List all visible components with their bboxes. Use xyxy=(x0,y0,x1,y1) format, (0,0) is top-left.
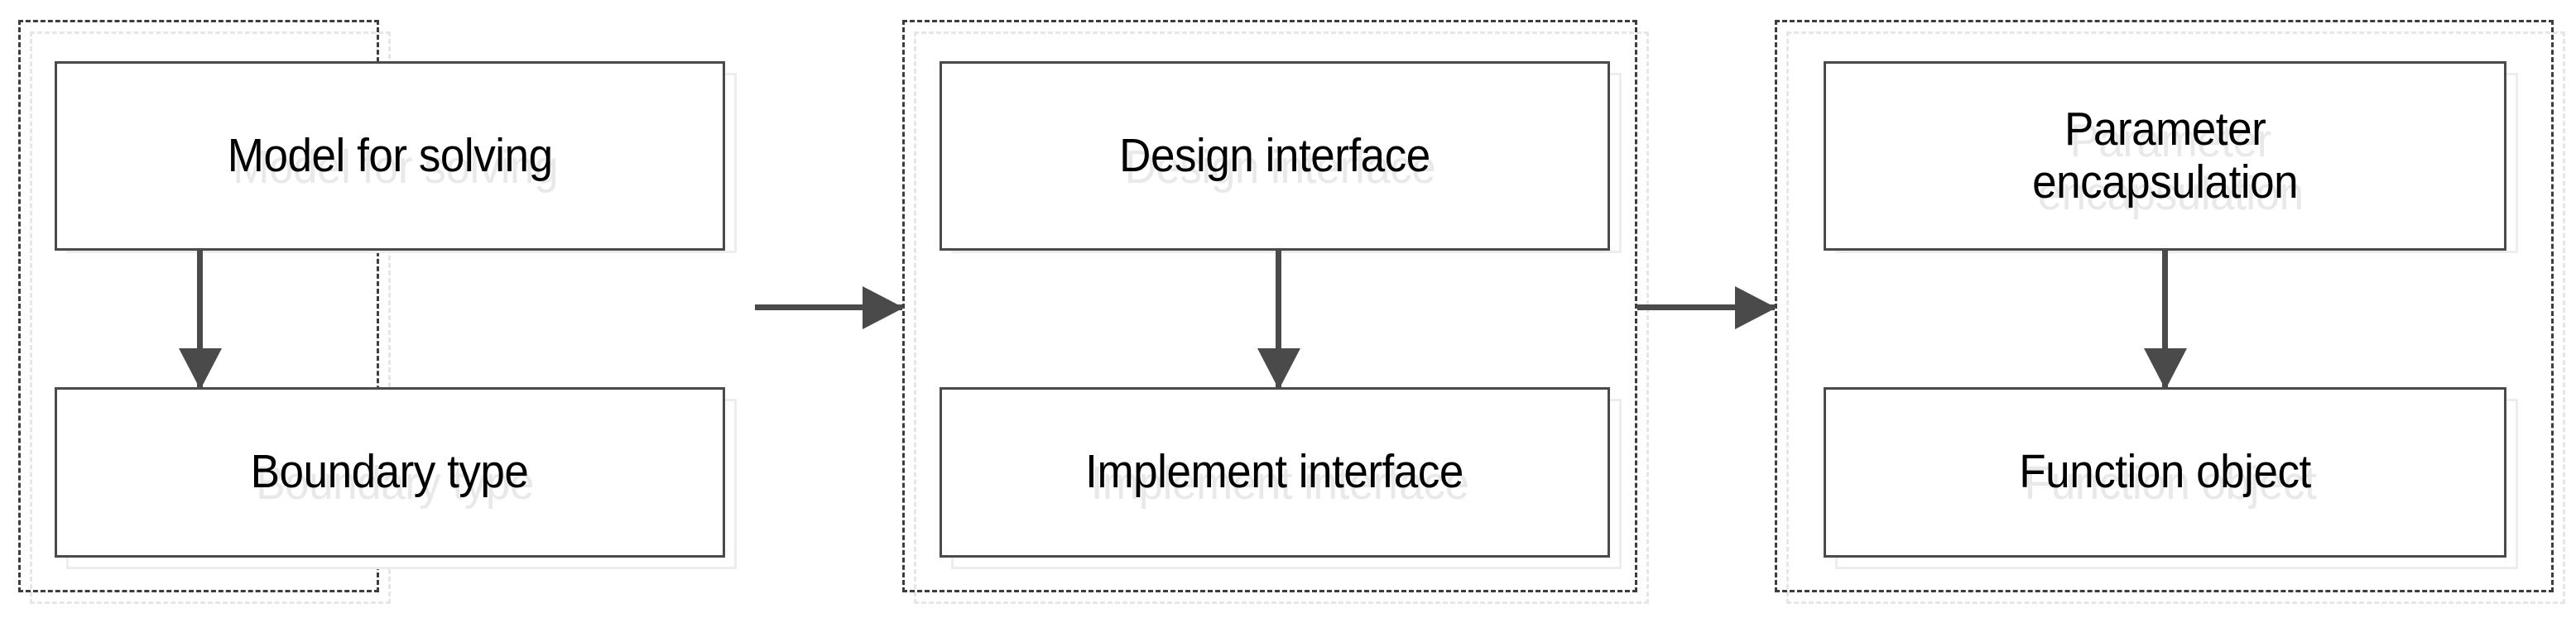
arrow-group-2-down xyxy=(1257,251,1300,390)
node-function-object-label: Function object xyxy=(2019,445,2311,499)
node-implement-interface[interactable]: Implement interface xyxy=(940,387,1610,558)
node-model-for-solving[interactable]: Model for solving xyxy=(55,61,725,251)
node-parameter-encapsulation[interactable]: Parameter encapsulation xyxy=(1824,61,2506,251)
arrow-head-down-icon xyxy=(2143,348,2187,390)
arrow-head-right-icon xyxy=(1735,285,1776,329)
node-parameter-encapsulation-label: Parameter encapsulation xyxy=(2031,102,2299,208)
arrow-group-1-down xyxy=(178,251,222,390)
arrow-shaft xyxy=(1276,251,1281,388)
group-3-shadow xyxy=(1786,31,2565,604)
arrow-shaft xyxy=(197,251,203,388)
group-1-container xyxy=(18,20,379,592)
node-boundary-type[interactable]: Boundary type xyxy=(55,387,725,558)
arrow-head-right-icon xyxy=(863,285,904,329)
node-boundary-type-label: Boundary type xyxy=(251,445,529,499)
group-1-shadow xyxy=(30,31,391,604)
arrow-shaft xyxy=(2162,251,2168,388)
connector-2-arrow xyxy=(1637,285,1776,329)
arrow-head-down-icon xyxy=(178,348,222,390)
group-2-shadow xyxy=(914,31,1649,604)
arrow-shaft xyxy=(1637,304,1775,310)
arrow-group-3-down xyxy=(2143,251,2187,390)
node-model-for-solving-label: Model for solving xyxy=(227,128,553,182)
node-design-interface[interactable]: Design interface xyxy=(940,61,1610,251)
arrow-head-down-icon xyxy=(1257,348,1300,390)
connector-1-arrow xyxy=(755,285,904,329)
node-design-interface-label: Design interface xyxy=(1119,128,1430,182)
node-implement-interface-label: Implement interface xyxy=(1085,445,1464,499)
node-function-object[interactable]: Function object xyxy=(1824,387,2506,558)
arrow-shaft xyxy=(755,304,902,310)
